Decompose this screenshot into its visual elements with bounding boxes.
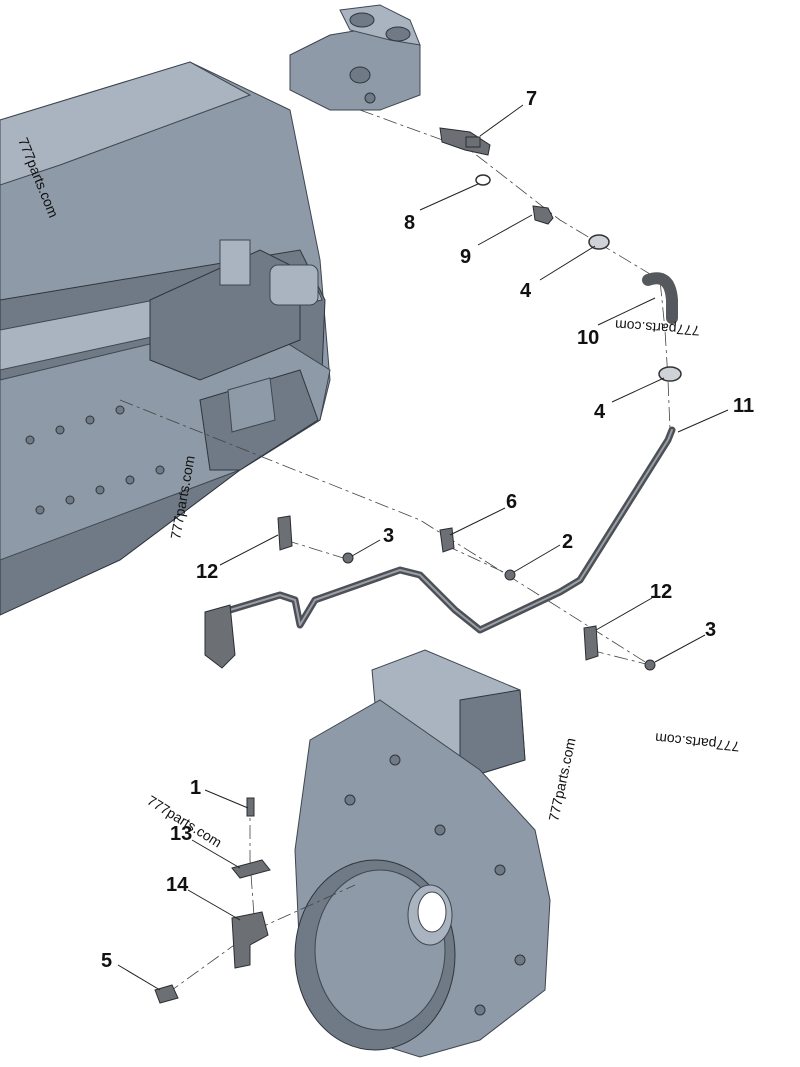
- callout-11: 11: [733, 395, 754, 417]
- watermark-4: 777parts.com: [654, 730, 740, 755]
- callout-4-upper: 4: [520, 280, 532, 302]
- callout-6: 6: [506, 491, 517, 513]
- watermark-3: 777parts.com: [614, 317, 700, 339]
- part-4-clamp-upper: [588, 234, 610, 250]
- callout-3-lower: 3: [705, 619, 716, 641]
- callout-1: 1: [190, 777, 201, 799]
- part-12-bracket-right: [583, 625, 599, 661]
- callout-3-upper: 3: [383, 525, 394, 547]
- callout-12-right: 12: [650, 581, 672, 603]
- callout-4-lower: 4: [594, 401, 606, 423]
- coolant-housing: [289, 4, 421, 111]
- part-10-hose: [642, 272, 678, 324]
- callout-14: 14: [166, 874, 189, 896]
- flywheel-housing: [294, 649, 551, 1058]
- part-8-oring: [475, 174, 491, 186]
- part-12-bracket-left: [277, 515, 293, 551]
- part-7-valve: [439, 127, 491, 156]
- callout-12-left: 12: [196, 561, 218, 583]
- part-3-bolt-upper: [342, 552, 354, 564]
- part-4-clamp-lower: [658, 366, 682, 382]
- callout-2: 2: [562, 531, 573, 553]
- part-1-bolt: [246, 797, 255, 817]
- callout-10: 10: [577, 327, 599, 349]
- callout-labels: 7 8 9 4 10 4 11 6 2 3 12 12 3 1 13 14 5: [101, 88, 754, 972]
- assembly-axes: [119, 109, 671, 996]
- part-6-bracket: [439, 527, 455, 553]
- part-14-bracket: [231, 911, 269, 969]
- callout-5: 5: [101, 950, 112, 972]
- part-3-bolt-lower: [644, 659, 656, 671]
- callout-13: 13: [170, 823, 192, 845]
- leader-lines: [117, 104, 729, 991]
- callout-9: 9: [460, 246, 471, 268]
- part-13-plate: [231, 859, 271, 879]
- callout-8: 8: [404, 212, 415, 234]
- watermark-5: 777parts.com: [545, 736, 578, 822]
- part-11-tube: [204, 426, 676, 669]
- callout-7: 7: [526, 88, 537, 110]
- engine-block: [0, 61, 331, 616]
- part-9-fitting: [532, 205, 554, 225]
- part-5-stud: [154, 984, 179, 1004]
- part-2-nut: [504, 569, 516, 581]
